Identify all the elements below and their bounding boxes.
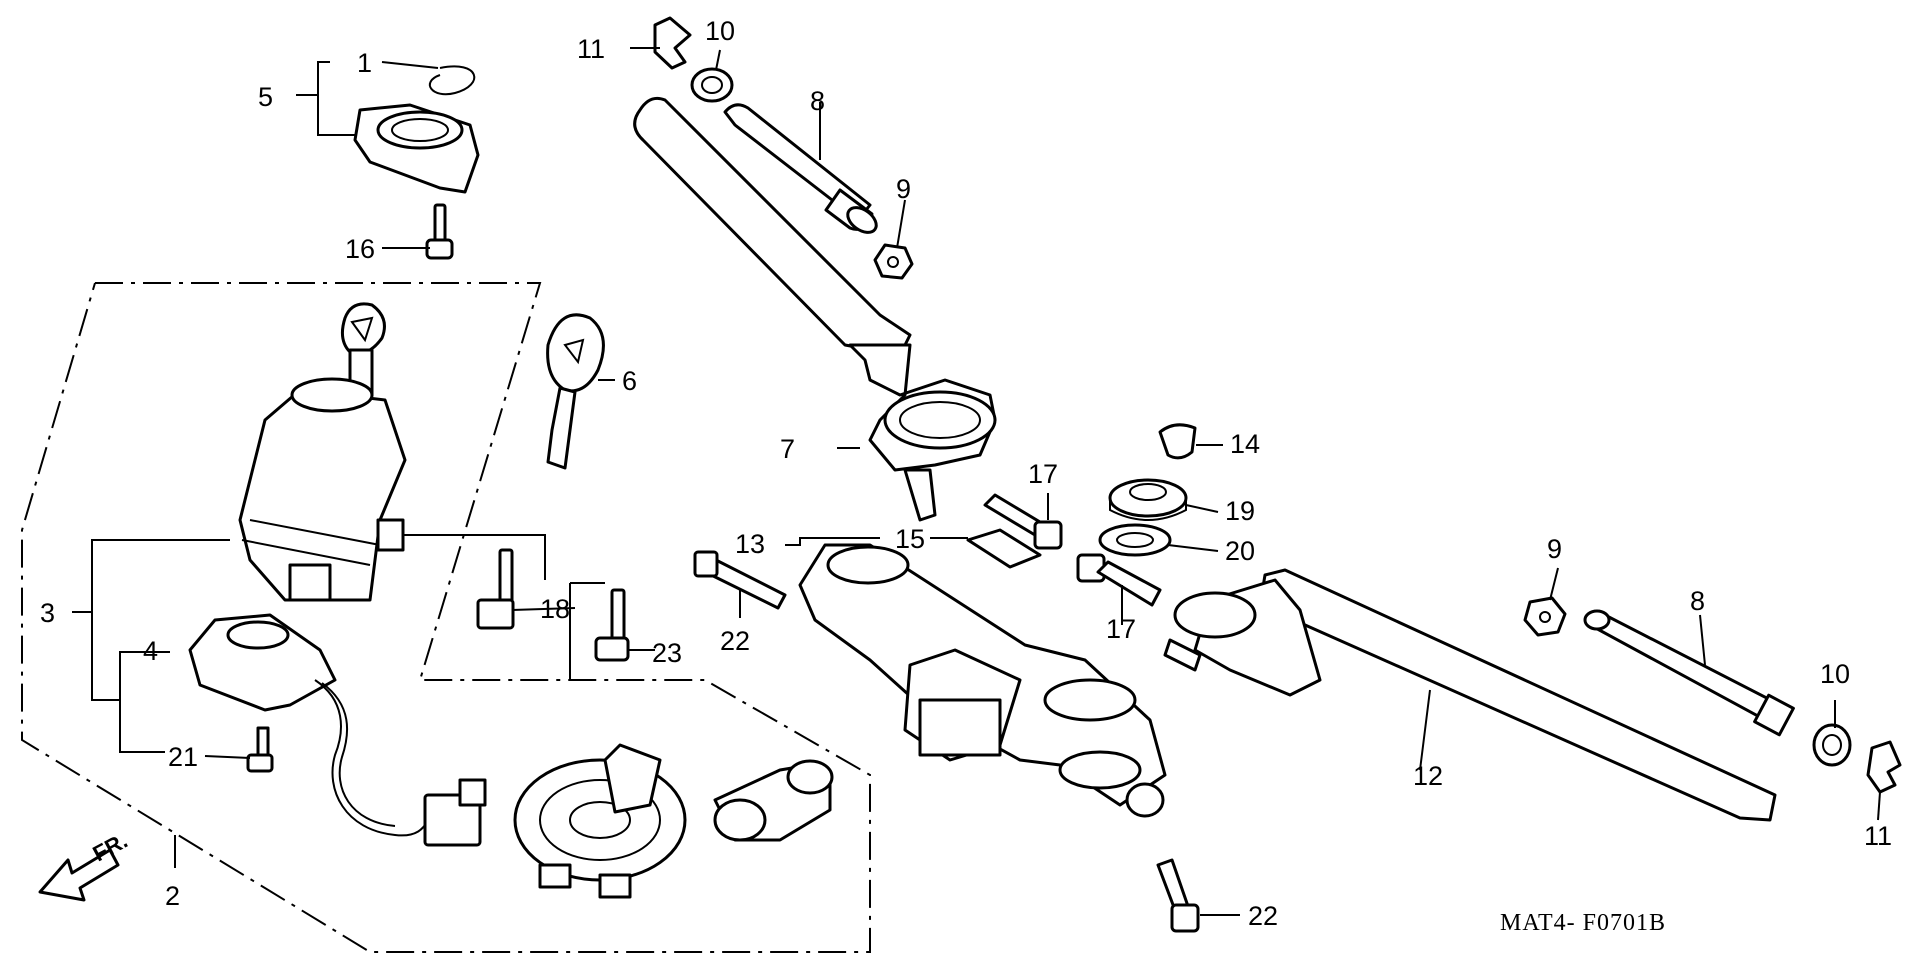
top-bridge-part: [798, 543, 1167, 818]
right-handlebar-part: [1163, 568, 1777, 822]
callout-18: 18: [540, 594, 570, 624]
switch-cover-part: [353, 103, 480, 194]
lock-set-bracket: [360, 534, 546, 580]
bar-end-shaft-right-part: [1583, 609, 1795, 737]
screw-21-part: [246, 726, 274, 773]
bolt-23-part: [594, 588, 630, 662]
callout-10-right: 10: [1820, 659, 1850, 689]
callout-10-upper: 10: [705, 16, 735, 46]
callout-13: 13: [735, 529, 765, 559]
lock-cylinder-part: [713, 759, 834, 842]
front-direction-arrow-icon: [38, 848, 120, 902]
bolt-22-lower-part: [1156, 858, 1200, 933]
callout-4: 4: [143, 636, 158, 666]
callout-11-right: 11: [1864, 821, 1892, 851]
left-handlebar-part: [633, 96, 997, 522]
callout-9-right: 9: [1547, 534, 1562, 564]
nut-9-right-part: [1523, 596, 1567, 637]
bar-end-weight-right-part: [1812, 723, 1852, 767]
plate-15-part: [966, 528, 1042, 569]
callout-8-right: 8: [1690, 586, 1705, 616]
key-6-part: [546, 313, 605, 470]
screw-16-part: [425, 203, 454, 260]
ignition-switch-part: [238, 302, 407, 602]
bolt-22-upper-part: [693, 550, 787, 610]
washer-20-part: [1098, 523, 1172, 557]
bar-end-shaft-upper-part: [723, 103, 878, 234]
callout-7: 7: [780, 434, 795, 464]
callout-8-upper: 8: [810, 86, 825, 116]
callout-14: 14: [1230, 429, 1260, 459]
callout-22-upper: 22: [720, 626, 750, 656]
diagram-code-label: MAT4- F0701B: [1500, 910, 1666, 936]
callout-21: 21: [168, 742, 198, 772]
bolt-17-lower-part: [1076, 553, 1162, 607]
callout-1: 1: [357, 48, 372, 78]
circlip-part: [428, 65, 476, 96]
callout-9-upper: 9: [896, 174, 911, 204]
switch-housing-part: [188, 613, 487, 847]
callout-20: 20: [1225, 536, 1255, 566]
stem-nut-19-part: [1108, 478, 1188, 521]
clip-11-upper-part: [653, 16, 692, 70]
bolt-18-part: [476, 548, 515, 630]
leader-lines: [72, 47, 1881, 916]
callout-19: 19: [1225, 496, 1255, 526]
kit-boundary-outline: [21, 282, 871, 953]
bolt-17-upper-part: [983, 493, 1063, 550]
callout-12: 12: [1413, 761, 1443, 791]
cap-14-part: [1158, 423, 1197, 460]
callout-2: 2: [165, 881, 180, 911]
callout-17-lower: 17: [1106, 614, 1136, 644]
callout-16: 16: [345, 234, 375, 264]
callout-15: 15: [895, 524, 925, 554]
callout-5: 5: [258, 82, 273, 112]
callout-3: 3: [40, 598, 55, 628]
callout-17-upper: 17: [1028, 459, 1058, 489]
callout-22-lower: 22: [1248, 901, 1278, 931]
nut-9-upper-part: [873, 243, 914, 280]
bar-end-weight-upper-part: [690, 67, 734, 103]
callout-11-upper: 11: [577, 34, 605, 64]
round-cap-part: [513, 743, 687, 899]
clip-11-right-part: [1866, 740, 1902, 794]
callout-6: 6: [622, 366, 637, 396]
callout-23: 23: [652, 638, 682, 668]
